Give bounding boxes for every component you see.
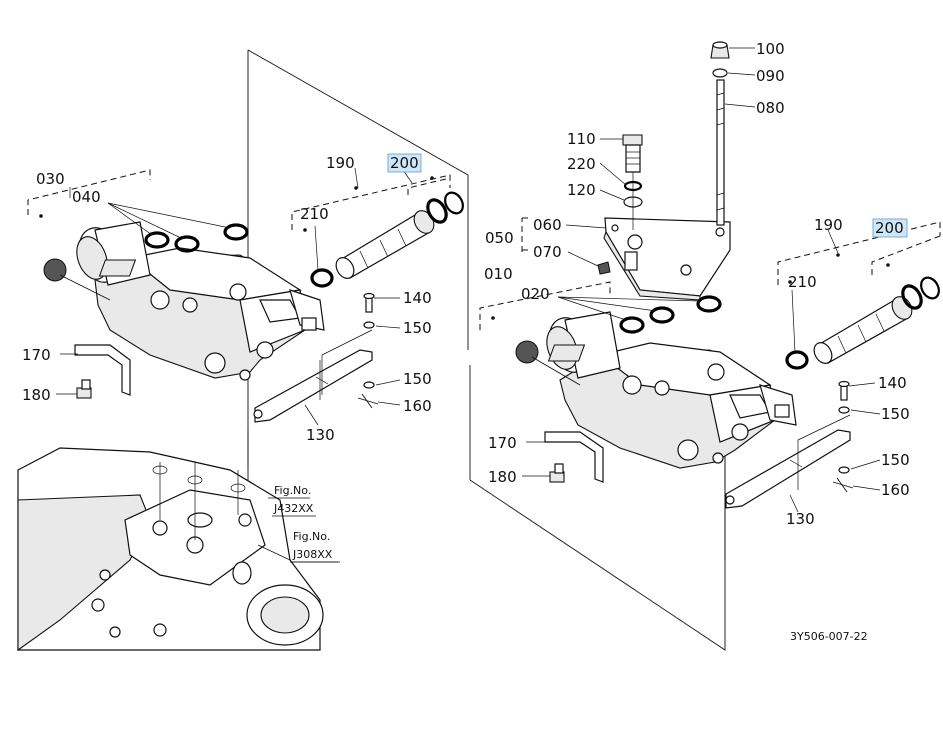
right-bolt-180 bbox=[549, 463, 565, 483]
right-valve-body bbox=[515, 311, 797, 469]
label-150-right-a: 150 bbox=[881, 405, 910, 423]
left-oring-210 bbox=[310, 268, 334, 288]
right-oring-020-1 bbox=[619, 316, 645, 334]
label-020: 020 bbox=[521, 285, 550, 303]
fig-ref-2-title: Fig.No. bbox=[293, 530, 330, 543]
label-210-left: 210 bbox=[300, 205, 329, 223]
label-100: 100 bbox=[756, 40, 785, 58]
right-oring-020-2 bbox=[649, 306, 675, 324]
label-180-right: 180 bbox=[488, 468, 517, 486]
label-130-left: 130 bbox=[306, 426, 335, 444]
right-stud-080 bbox=[716, 79, 725, 226]
left-valve-body bbox=[43, 221, 325, 381]
label-140-right: 140 bbox=[878, 374, 907, 392]
fig-ref-2-code: J308XX bbox=[292, 548, 333, 561]
label-160-right: 160 bbox=[881, 481, 910, 499]
left-bolt-180 bbox=[76, 379, 92, 399]
fig-ref-1-code: J432XX bbox=[273, 502, 314, 515]
left-lever-130 bbox=[253, 349, 373, 423]
label-110: 110 bbox=[567, 130, 596, 148]
right-cover-060 bbox=[603, 217, 731, 301]
label-030-left: 030 bbox=[36, 170, 65, 188]
label-200-right: 200 bbox=[875, 219, 904, 237]
right-oring-210 bbox=[785, 350, 809, 370]
label-150-left-a: 150 bbox=[403, 319, 432, 337]
left-bracket-170 bbox=[74, 344, 131, 396]
part-labels: 030 040 200 190 210 140 150 170 150 180 … bbox=[22, 40, 910, 643]
left-oring-040-1 bbox=[144, 231, 170, 249]
label-150-right-b: 150 bbox=[881, 451, 910, 469]
label-160-left: 160 bbox=[403, 397, 432, 415]
right-lever-130 bbox=[725, 429, 851, 509]
label-210-right: 210 bbox=[788, 273, 817, 291]
right-assembly bbox=[469, 41, 941, 651]
right-spool-190 bbox=[813, 296, 913, 364]
label-190-left: 190 bbox=[326, 154, 355, 172]
label-190-right: 190 bbox=[814, 216, 843, 234]
right-relief-110 bbox=[622, 134, 643, 173]
tractor-housing bbox=[17, 447, 324, 652]
right-oring-020-3 bbox=[696, 295, 722, 313]
right-bracket-170 bbox=[544, 431, 604, 483]
label-150-left-b: 150 bbox=[403, 370, 432, 388]
label-060: 060 bbox=[533, 216, 562, 234]
label-010: 010 bbox=[484, 265, 513, 283]
label-080: 080 bbox=[756, 99, 785, 117]
label-200-left: 200 bbox=[390, 154, 419, 172]
label-170-left: 170 bbox=[22, 346, 51, 364]
left-oring-040-2 bbox=[174, 235, 200, 253]
label-090: 090 bbox=[756, 67, 785, 85]
label-120: 120 bbox=[567, 181, 596, 199]
label-130-right: 130 bbox=[786, 510, 815, 528]
label-050: 050 bbox=[485, 229, 514, 247]
label-170-right: 170 bbox=[488, 434, 517, 452]
left-spool-190 bbox=[335, 210, 435, 279]
fig-ref-1-title: Fig.No. bbox=[274, 484, 311, 497]
left-assembly bbox=[27, 49, 469, 650]
drawing-code: 3Y506-007-22 bbox=[790, 630, 868, 643]
label-220: 220 bbox=[567, 155, 596, 173]
label-070: 070 bbox=[533, 243, 562, 261]
label-140-left: 140 bbox=[403, 289, 432, 307]
left-oring-040-3 bbox=[223, 223, 249, 241]
label-180-left: 180 bbox=[22, 386, 51, 404]
label-040: 040 bbox=[72, 188, 101, 206]
